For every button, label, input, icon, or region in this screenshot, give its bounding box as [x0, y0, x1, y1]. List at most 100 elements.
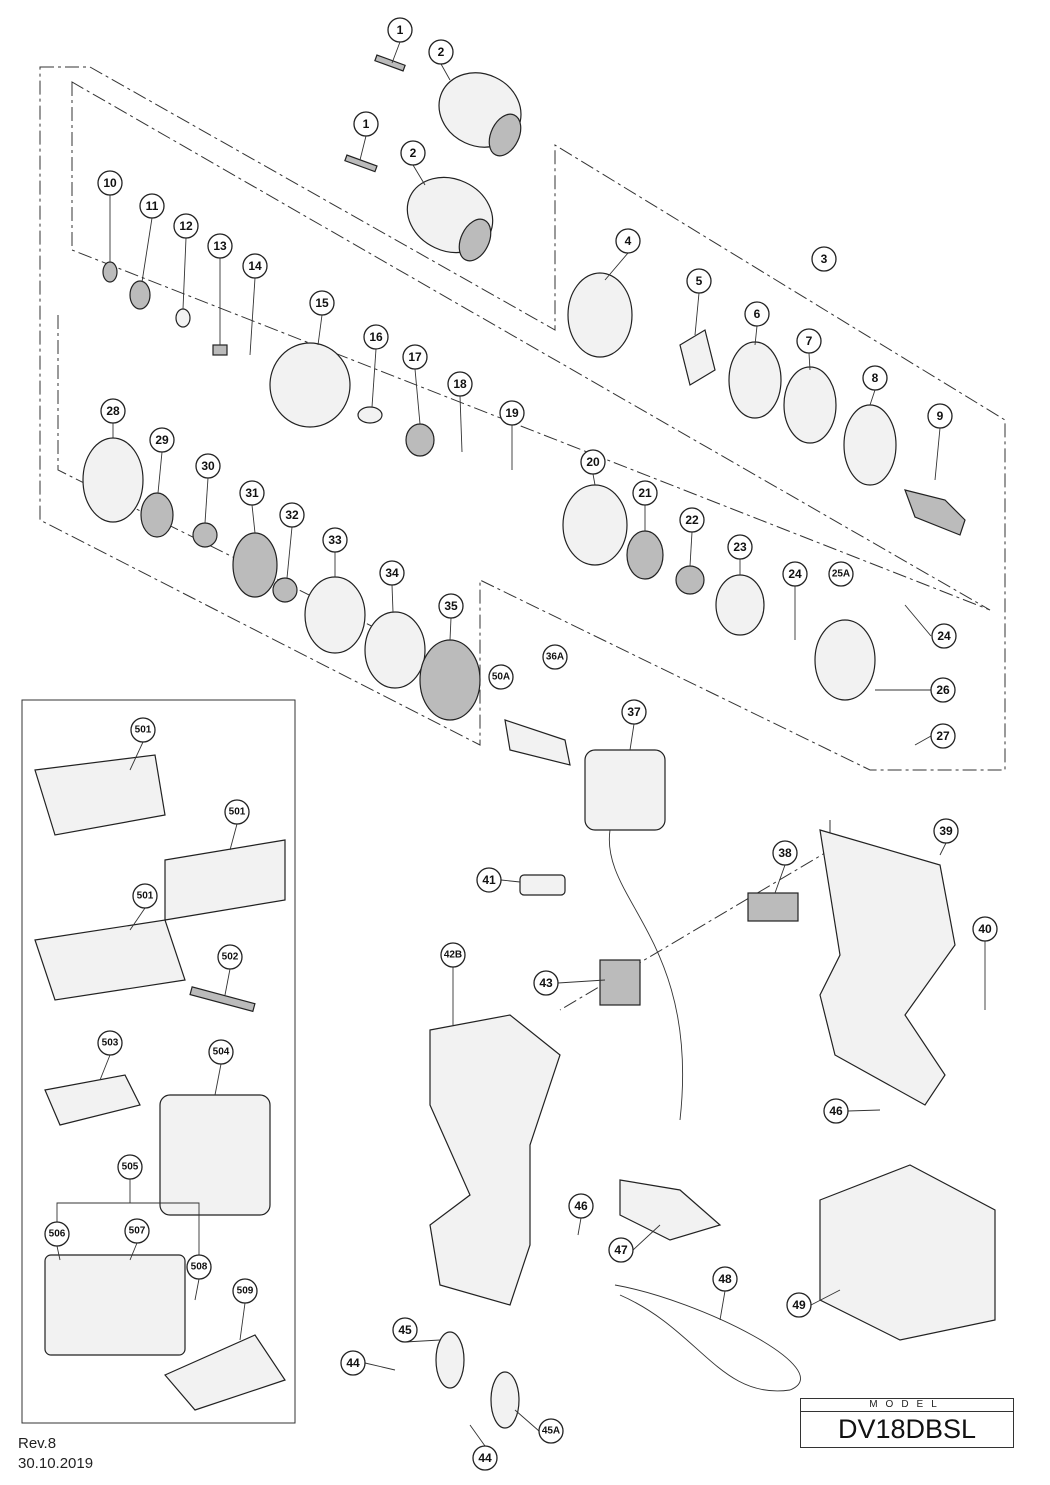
callout-circle [727, 534, 753, 560]
callout-label: 9 [937, 409, 944, 423]
callout-label: 40 [978, 922, 992, 936]
callout-label: 45 [398, 1323, 412, 1337]
callout-13: 13 [207, 233, 233, 259]
callout-label: 13 [213, 239, 227, 253]
callout-circle [621, 699, 647, 725]
callout-39: 39 [933, 818, 959, 844]
callout-label: 7 [806, 334, 813, 348]
callout-circle [930, 723, 956, 749]
model-box: MODEL DV18DBSL [800, 1398, 1014, 1448]
callout-circle [828, 561, 854, 587]
callout-49: 49 [786, 1292, 812, 1318]
callout-17: 17 [402, 344, 428, 370]
callout-26: 26 [930, 677, 956, 703]
callout-circle [744, 301, 770, 327]
callout-44: 44 [340, 1350, 366, 1376]
callout-circle [186, 1254, 212, 1280]
callout-label: 22 [685, 513, 699, 527]
callout-label: 21 [638, 486, 652, 500]
callout-circle [130, 717, 156, 743]
callout-circle [679, 507, 705, 533]
callout-label: 50A [492, 672, 510, 683]
boundary-clutch-group [71, 81, 991, 611]
callout-circle [930, 677, 956, 703]
callout-circle [309, 290, 335, 316]
callout-circle [568, 1193, 594, 1219]
callout-circle [686, 268, 712, 294]
callout-circle [132, 883, 158, 909]
callout-2: 2 [400, 140, 426, 166]
callout-label: 45A [542, 1426, 560, 1437]
callout-circle [862, 365, 888, 391]
callout-circle [438, 593, 464, 619]
callout-25A: 25A [828, 561, 854, 587]
callout-label: 43 [539, 976, 553, 990]
callout-label: 3 [821, 252, 828, 266]
callout-label: 38 [778, 846, 792, 860]
callout-circle [402, 344, 428, 370]
callout-label: 39 [939, 824, 953, 838]
callout-48: 48 [712, 1266, 738, 1292]
callout-15: 15 [309, 290, 335, 316]
callout-35: 35 [438, 593, 464, 619]
callout-507: 507 [124, 1218, 150, 1244]
callout-circle [279, 502, 305, 528]
callout-33: 33 [322, 527, 348, 553]
callout-circle [139, 193, 165, 219]
callout-label: 46 [574, 1199, 588, 1213]
callout-label: 506 [49, 1229, 66, 1240]
callout-label: 23 [733, 540, 747, 554]
callout-label: 34 [385, 566, 399, 580]
callout-label: 44 [478, 1451, 492, 1465]
callout-circle [353, 111, 379, 137]
callout-29: 29 [149, 427, 175, 453]
callout-23: 23 [727, 534, 753, 560]
part-shapes [34, 54, 996, 1429]
callout-label: 6 [754, 307, 761, 321]
callout-44: 44 [472, 1445, 498, 1471]
callout-circle [428, 39, 454, 65]
leader-lines [56, 41, 986, 1447]
callout-24: 24 [782, 561, 808, 587]
callout-circle [542, 644, 568, 670]
callout-503: 503 [97, 1030, 123, 1056]
callout-circle [772, 840, 798, 866]
callout-19: 19 [499, 400, 525, 426]
callout-label: 507 [129, 1226, 146, 1237]
model-name: DV18DBSL [837, 1414, 977, 1444]
callout-16: 16 [363, 324, 389, 350]
callout-circle [499, 400, 525, 426]
callout-label: 35 [444, 599, 458, 613]
callout-label: 10 [103, 176, 117, 190]
callout-label: 24 [788, 567, 802, 581]
callout-3: 3 [811, 246, 837, 272]
callout-label: 8 [872, 371, 879, 385]
callout-circle [927, 403, 953, 429]
callout-label: 1 [363, 117, 370, 131]
callout-36A: 36A [542, 644, 568, 670]
callout-circle [117, 1154, 143, 1180]
callout-label: 25A [832, 569, 850, 580]
callout-circle [811, 246, 837, 272]
callout-label: 28 [106, 404, 120, 418]
callout-18: 18 [447, 371, 473, 397]
callout-circle [232, 1278, 258, 1304]
callout-47: 47 [608, 1237, 634, 1263]
callout-label: 46 [829, 1104, 843, 1118]
callout-label: 20 [586, 455, 600, 469]
callout-label: 4 [625, 234, 632, 248]
callout-label: 11 [146, 199, 159, 213]
callout-40: 40 [972, 916, 998, 942]
callout-circle [208, 1039, 234, 1065]
callout-circle [392, 1317, 418, 1343]
callout-label: 12 [179, 219, 193, 233]
callout-504: 504 [208, 1039, 234, 1065]
callout-circle [580, 449, 606, 475]
callout-label: 31 [245, 486, 259, 500]
callout-label: 19 [505, 406, 519, 420]
revision-date: 30.10.2019 [18, 1455, 94, 1472]
callout-circle [100, 398, 126, 424]
callout-43: 43 [533, 970, 559, 996]
callout-32: 32 [279, 502, 305, 528]
